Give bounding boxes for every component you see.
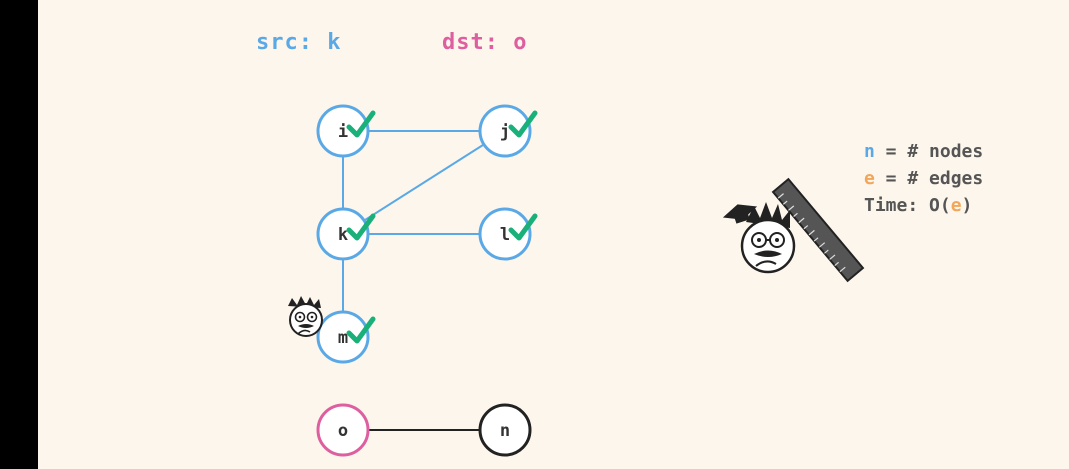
legend-time-prefix: Time: O( xyxy=(864,195,951,216)
node-label-k: k xyxy=(338,225,348,245)
node-k: k xyxy=(316,207,376,261)
complexity-legend: n = # nodes e = # edges Time: O(e) xyxy=(864,138,983,219)
edge-j-k xyxy=(342,130,506,235)
legend-time-var: e xyxy=(950,195,962,216)
professor-with-ruler-icon xyxy=(722,177,865,283)
src-label: src: k xyxy=(256,30,342,55)
node-label-n: n xyxy=(500,421,510,441)
visited-check-icon xyxy=(508,110,538,138)
visited-check-icon xyxy=(346,213,376,241)
visited-check-icon xyxy=(508,213,538,241)
legend-time-row: Time: O(e) xyxy=(864,192,983,219)
legend-n-text: = # nodes xyxy=(874,141,984,162)
graph: i j k l m o n xyxy=(288,104,865,457)
node-label-j: j xyxy=(500,122,510,142)
node-j: j xyxy=(478,104,538,158)
node-i: i xyxy=(316,104,376,158)
node-circle-j xyxy=(478,104,532,158)
node-circle-i xyxy=(316,104,370,158)
node-label-i: i xyxy=(338,122,348,142)
edges-layer xyxy=(342,130,506,431)
node-o: o xyxy=(316,403,370,457)
node-circle-m xyxy=(316,310,370,364)
left-black-bar xyxy=(0,0,38,469)
nodes-layer: i j k l m o n xyxy=(316,104,538,457)
legend-e-text: = # edges xyxy=(874,168,984,189)
node-label-m: m xyxy=(338,328,348,348)
node-circle-n xyxy=(478,403,532,457)
legend-edges-row: e = # edges xyxy=(864,165,983,192)
visited-check-icon xyxy=(346,316,376,344)
node-label-l: l xyxy=(500,225,510,245)
legend-e-var: e xyxy=(864,168,875,189)
node-label-o: o xyxy=(338,421,348,441)
node-circle-o xyxy=(316,403,370,457)
cartoon-face-icon xyxy=(288,296,323,337)
legend-n-var: n xyxy=(864,141,875,162)
legend-nodes-row: n = # nodes xyxy=(864,138,983,165)
node-m: m xyxy=(316,310,376,364)
legend-time-suffix: ) xyxy=(961,195,973,216)
diagram-canvas: src: k dst: o i j k l m o n xyxy=(38,0,1069,469)
dst-label: dst: o xyxy=(442,30,528,55)
node-circle-l xyxy=(478,207,532,261)
node-circle-k xyxy=(316,207,370,261)
node-n: n xyxy=(478,403,532,457)
visited-check-icon xyxy=(346,110,376,138)
node-l: l xyxy=(478,207,538,261)
